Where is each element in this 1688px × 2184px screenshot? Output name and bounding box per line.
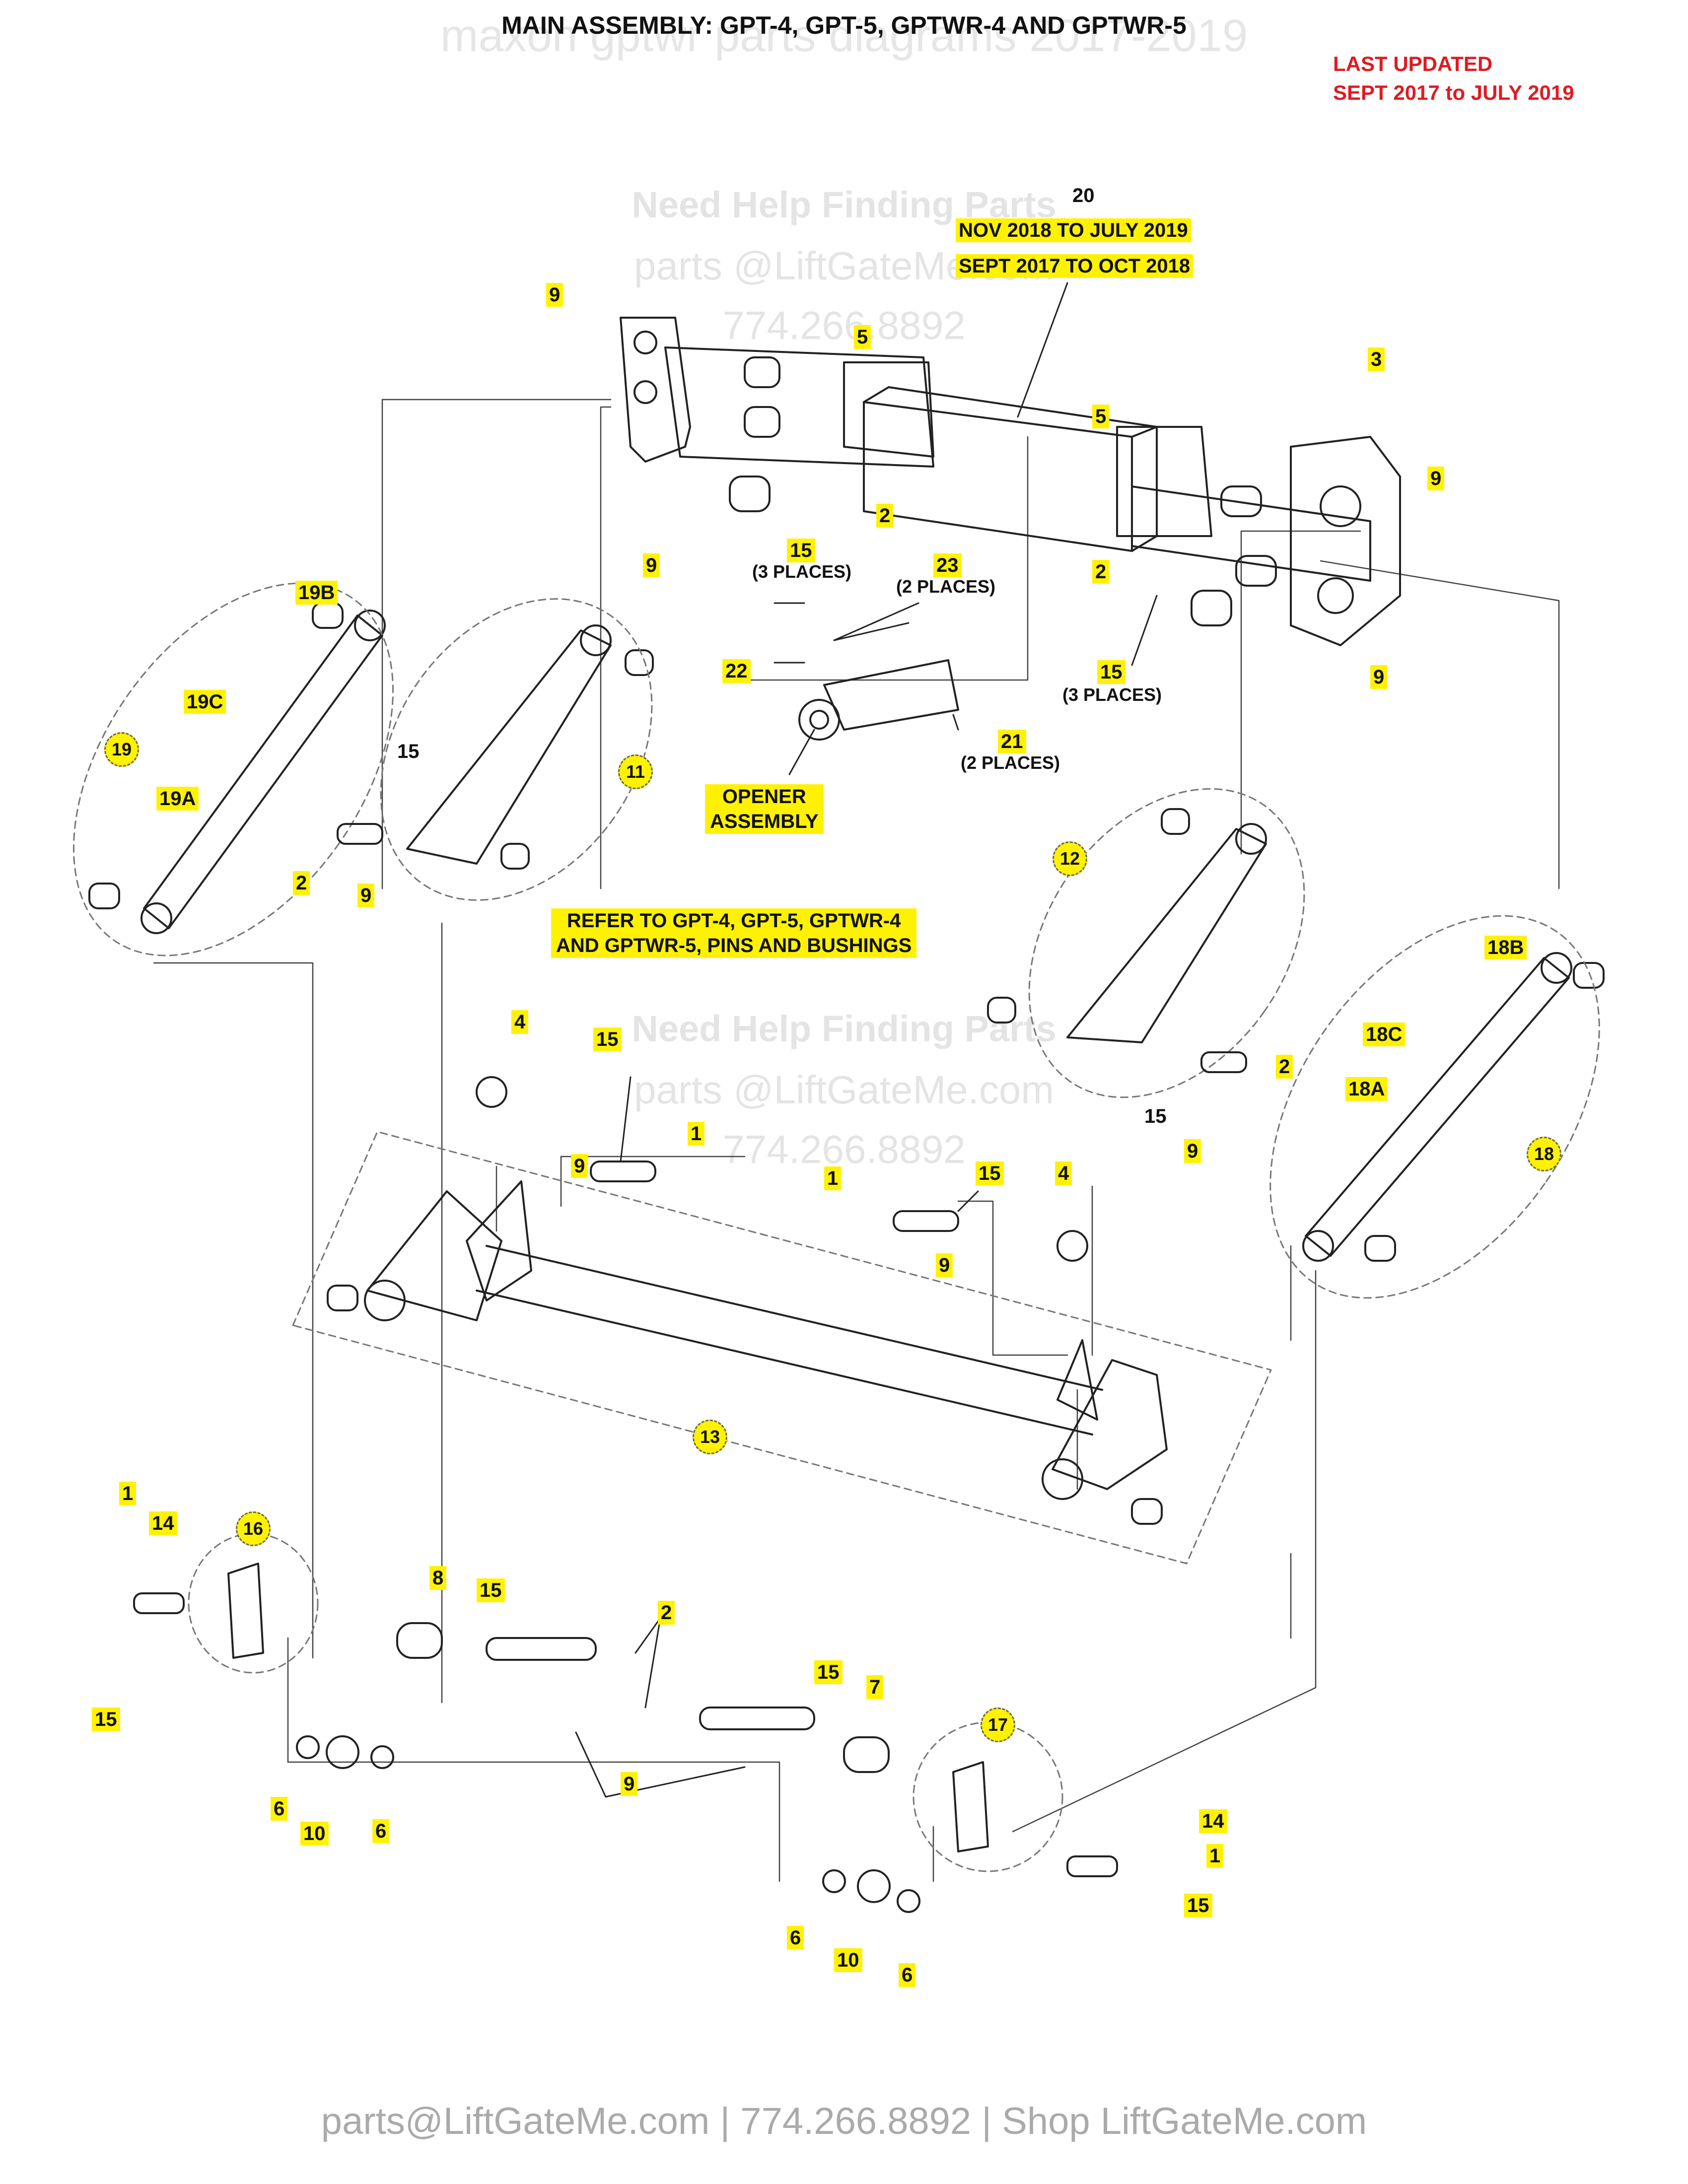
callout-3: 3 xyxy=(1368,347,1385,371)
callout-5-left: 5 xyxy=(854,325,871,349)
last-updated-range: SEPT 2017 to JULY 2019 xyxy=(1333,81,1574,104)
callout-4-left: 4 xyxy=(511,1010,529,1034)
arm-11-drawing xyxy=(406,624,654,870)
page-title: MAIN ASSEMBLY: GPT-4, GPT-5, GPTWR-4 AND… xyxy=(501,11,1187,39)
callout-15-lower-right: 15 xyxy=(1184,1894,1212,1917)
watermark-phone-mid: 774.266.8892 xyxy=(722,1127,966,1171)
callout-2-arm12: 2 xyxy=(1276,1055,1293,1079)
callout-1-tube-right: 1 xyxy=(824,1166,842,1190)
callout-15-top-right: 15 xyxy=(1097,660,1125,684)
callout-18A: 18A xyxy=(1345,1077,1388,1101)
callout-19: 19 xyxy=(104,732,139,767)
callout-19A: 19A xyxy=(156,787,199,811)
callout-1-lower-right: 1 xyxy=(1206,1844,1224,1868)
hinge-pins-drawing xyxy=(337,823,1247,1232)
callout-15-tube-right: 15 xyxy=(976,1161,1004,1185)
callout-6-right-a: 6 xyxy=(787,1926,804,1950)
callout-6-right-b: 6 xyxy=(899,1963,916,1987)
callout-22: 22 xyxy=(722,659,751,683)
callout-6-left-b: 6 xyxy=(372,1819,390,1843)
callout-10-right: 10 xyxy=(834,1948,862,1972)
callout-14-lower-right: 14 xyxy=(1199,1809,1227,1833)
watermark-title: maxon gptwr parts diagrams 2017-2019 xyxy=(440,10,1248,61)
note-three-places-right: (3 PLACES) xyxy=(1062,684,1162,705)
callout-2-top-right: 2 xyxy=(1092,560,1110,584)
callout-14-lower-left: 14 xyxy=(149,1511,177,1535)
callout-15-tube-left: 15 xyxy=(593,1027,622,1051)
callout-1-lower-left: 1 xyxy=(119,1482,137,1505)
refer-note-line2: AND GPTWR-5, PINS AND BUSHINGS xyxy=(556,935,912,956)
callout-19C: 19C xyxy=(184,690,226,714)
note-two-places-23: (2 PLACES) xyxy=(896,576,996,597)
callout-13: 13 xyxy=(693,1420,727,1454)
note-two-places-21: (2 PLACES) xyxy=(961,752,1060,773)
callout-18B: 18B xyxy=(1484,936,1527,959)
arm-18-drawing xyxy=(1302,952,1605,1262)
callout-9-arm11: 9 xyxy=(357,884,375,907)
opener-assembly-label: OPENER ASSEMBLY xyxy=(705,784,824,834)
callout-5-right: 5 xyxy=(1092,405,1110,428)
alignment-lines xyxy=(153,399,1560,1882)
callout-1-tube-left: 1 xyxy=(688,1122,705,1146)
callout-9-arm12: 9 xyxy=(1184,1139,1201,1163)
last-updated-label: LAST UPDATED xyxy=(1333,52,1493,75)
callout-15-lower-left: 15 xyxy=(92,1707,120,1731)
callout-11: 11 xyxy=(618,754,653,789)
callout-7: 7 xyxy=(866,1675,884,1699)
callout-19B: 19B xyxy=(295,581,338,605)
item-20-variant-new: NOV 2018 TO JULY 2019 xyxy=(956,218,1191,242)
callout-9-lower: 9 xyxy=(621,1772,638,1796)
item-20-label: 20 xyxy=(1072,185,1095,206)
callout-2-arm11: 2 xyxy=(293,871,310,895)
last-updated-note: LAST UPDATED SEPT 2017 to JULY 2019 xyxy=(1333,50,1574,107)
opener-label-line2: ASSEMBLY xyxy=(710,811,819,832)
main-frame-20 xyxy=(620,317,1401,646)
callout-10-left: 10 xyxy=(300,1822,329,1845)
opener-label-line1: OPENER xyxy=(722,786,806,808)
lower-parts-drawing xyxy=(133,1563,1118,1913)
leader-lines xyxy=(575,282,1158,1798)
note-three-places-left: (3 PLACES) xyxy=(752,561,852,582)
callout-2-top-left: 2 xyxy=(876,504,894,528)
callout-17: 17 xyxy=(981,1707,1015,1742)
torque-tube-13-drawing xyxy=(327,1076,1168,1525)
callout-18C: 18C xyxy=(1363,1023,1406,1046)
watermark-phone-top: 774.266.8892 xyxy=(722,303,966,347)
arm-19-drawing xyxy=(88,602,386,934)
callout-16: 16 xyxy=(236,1511,271,1546)
callout-15-arm11: 15 xyxy=(397,741,420,762)
item-20-variant-old: SEPT 2017 TO OCT 2018 xyxy=(956,254,1194,278)
callout-9-tube-right: 9 xyxy=(936,1253,953,1277)
callout-15-arm12: 15 xyxy=(1144,1105,1167,1127)
callout-2-lower: 2 xyxy=(658,1601,675,1625)
callout-4-right: 4 xyxy=(1055,1161,1072,1185)
callout-15-spring7: 15 xyxy=(814,1660,843,1684)
group-outlines xyxy=(72,582,1600,1872)
contact-footer: parts@LiftGateMe.com | 774.266.8892 | Sh… xyxy=(321,2100,1367,2142)
callout-15-spring8: 15 xyxy=(477,1578,505,1602)
callout-12: 12 xyxy=(1053,841,1087,876)
watermark-email-mid: parts @LiftGateMe.com xyxy=(634,1068,1054,1112)
refer-pins-bushings-note: REFER TO GPT-4, GPT-5, GPTWR-4 AND GPTWR… xyxy=(551,908,917,958)
callout-9-tube-left: 9 xyxy=(571,1154,588,1178)
refer-note-line1: REFER TO GPT-4, GPT-5, GPTWR-4 xyxy=(566,910,901,932)
arm-12-drawing xyxy=(987,808,1267,1043)
callout-8: 8 xyxy=(429,1566,447,1590)
callout-9-right-lower: 9 xyxy=(1370,665,1388,689)
callout-9-right: 9 xyxy=(1427,467,1445,490)
callout-23: 23 xyxy=(933,553,962,577)
opener-assembly-drawing xyxy=(798,659,959,741)
callout-15-top-left: 15 xyxy=(787,539,815,562)
callout-18: 18 xyxy=(1527,1137,1561,1171)
callout-9-left: 9 xyxy=(643,553,660,577)
callout-21: 21 xyxy=(998,730,1026,753)
callout-9-top-left: 9 xyxy=(546,283,563,307)
callout-6-left-a: 6 xyxy=(271,1797,288,1821)
watermark-help-mid: Need Help Finding Parts xyxy=(632,1008,1056,1049)
